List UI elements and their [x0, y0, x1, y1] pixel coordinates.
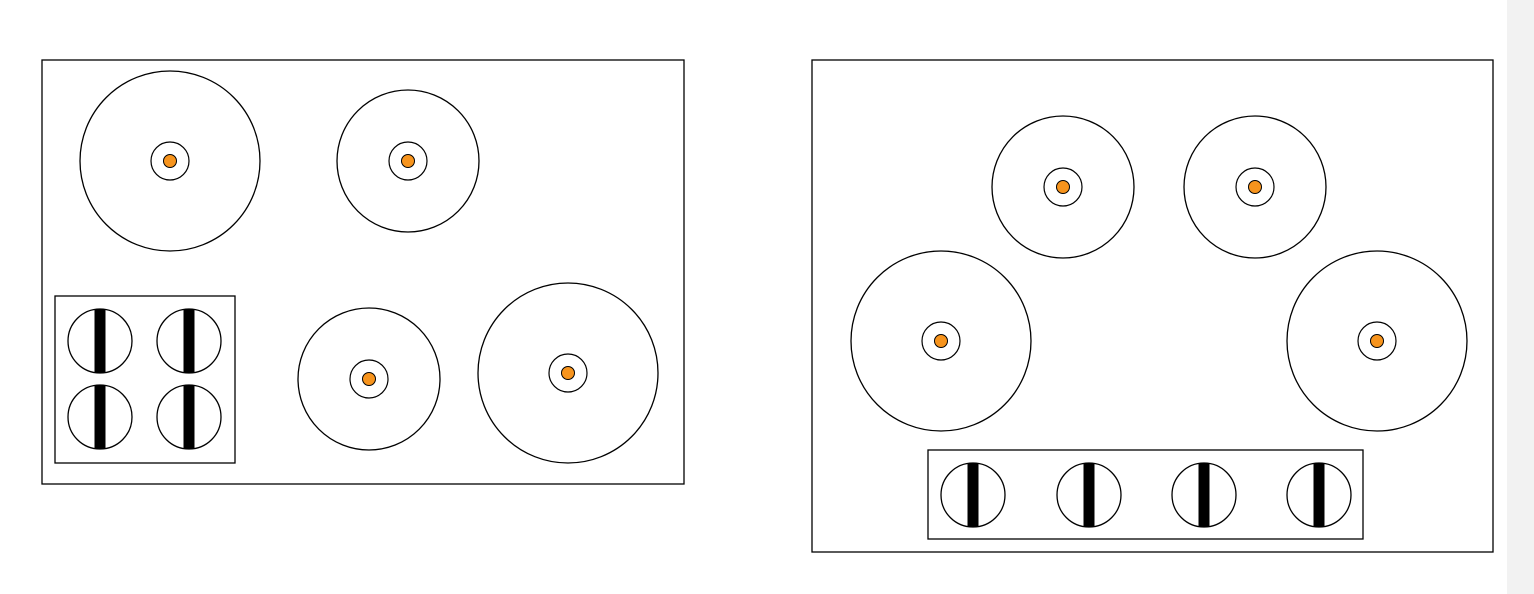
knob-indicator-bar	[967, 463, 979, 527]
heat-indicator-dot	[1248, 180, 1262, 194]
knob-indicator-bar	[94, 309, 106, 373]
heat-indicator-dot	[362, 372, 376, 386]
knob-3	[1171, 462, 1237, 528]
burner-small-rear-middle	[336, 89, 480, 233]
knob-3	[67, 384, 133, 450]
knob-indicator-bar	[1313, 463, 1325, 527]
knob-2	[156, 308, 222, 374]
burner-large-front-right	[477, 282, 659, 464]
side-scroll-strip[interactable]	[1507, 0, 1534, 594]
knob-1	[940, 462, 1006, 528]
knob-indicator-bar	[94, 385, 106, 449]
knob-4	[156, 384, 222, 450]
control-panel-corner-grid-2x2	[54, 295, 236, 464]
control-panel-front-row-1x4	[927, 449, 1364, 540]
heat-indicator-dot	[163, 154, 177, 168]
cooktop-left	[41, 59, 685, 485]
heat-indicator-dot	[1370, 334, 1384, 348]
knob-4	[1286, 462, 1352, 528]
knob-indicator-bar	[183, 309, 195, 373]
knob-2	[1056, 462, 1122, 528]
cooktop-right	[811, 59, 1494, 553]
knob-1	[67, 308, 133, 374]
heat-indicator-dot	[561, 366, 575, 380]
burner-large-front-right	[1286, 250, 1468, 432]
knob-indicator-bar	[1083, 463, 1095, 527]
burner-large-front-left	[850, 250, 1032, 432]
burner-small-rear-right	[1183, 115, 1327, 259]
burner-small-front-middle	[297, 307, 441, 451]
heat-indicator-dot	[401, 154, 415, 168]
heat-indicator-dot	[1056, 180, 1070, 194]
burner-large-rear-left	[79, 70, 261, 252]
burner-small-rear-left	[991, 115, 1135, 259]
heat-indicator-dot	[934, 334, 948, 348]
knob-indicator-bar	[183, 385, 195, 449]
knob-indicator-bar	[1198, 463, 1210, 527]
